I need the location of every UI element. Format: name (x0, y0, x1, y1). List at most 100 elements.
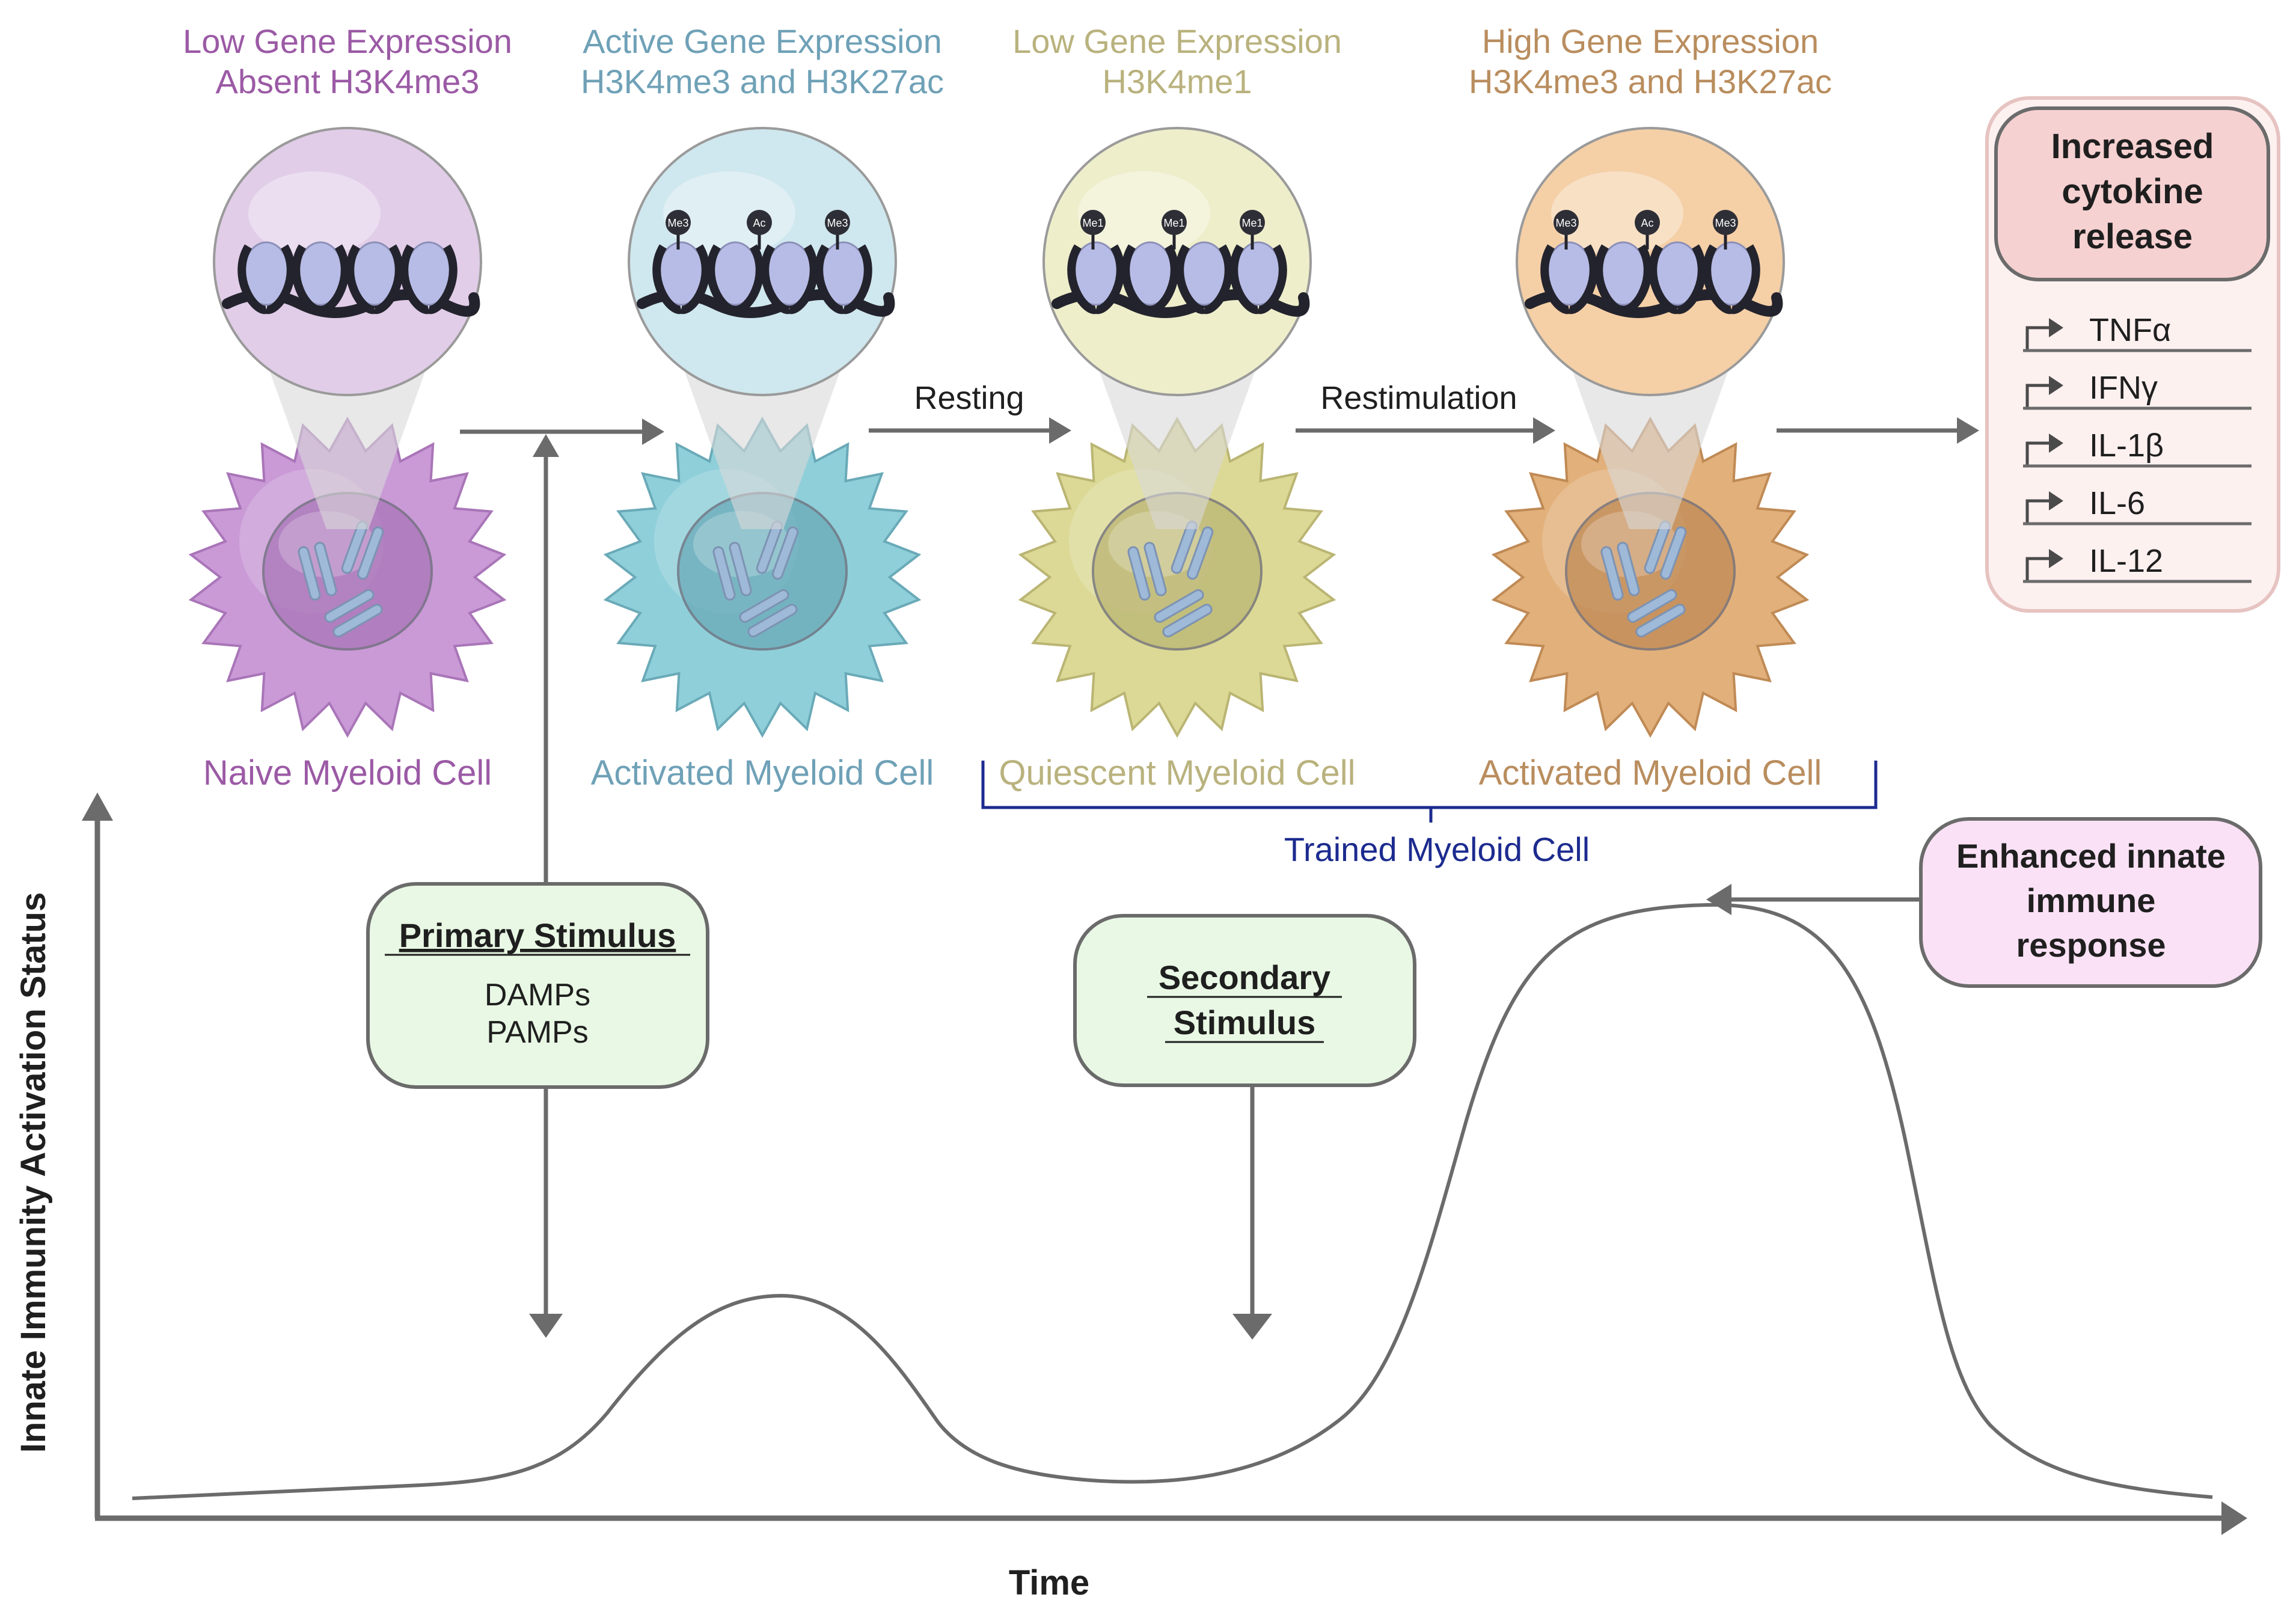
svg-text:Me1: Me1 (1163, 217, 1184, 229)
chart-axes (82, 792, 2247, 1535)
resting-label: Resting (914, 380, 1024, 416)
chromosomes-icon (1127, 520, 1214, 638)
gene-name: IFNγ (2089, 370, 2158, 406)
promoter-arrowhead-icon (2049, 376, 2063, 395)
stimulus-item-pamps: PAMPs (486, 1015, 589, 1050)
chromosomes-icon (712, 520, 799, 638)
trained-myeloid-cell-label: Trained Myeloid Cell (1284, 830, 1590, 868)
stage-histone-marks-label: H3K4me1 (1102, 63, 1252, 100)
response-line-2: immune (2027, 881, 2156, 919)
cytokine-panel: Increased cytokine release TNFαIFNγIL-1β… (1985, 96, 2280, 613)
gene-name: IL-12 (2089, 543, 2163, 579)
svg-text:Me3: Me3 (827, 217, 848, 229)
chromosomes-icon (1600, 520, 1687, 638)
svg-text:Ac: Ac (753, 217, 765, 229)
chromatin-zoom-view: Me3 Ac Me3 (1516, 127, 1785, 396)
secondary-stimulus-title-line-1: Secondary (1159, 958, 1330, 996)
primary-stimulus-connector (529, 434, 563, 1338)
promoter-arrow-icon (2025, 557, 2050, 581)
promoter-arrowhead-icon (2049, 491, 2063, 510)
activation-curve (132, 903, 2213, 1500)
response-connector (1706, 884, 1921, 915)
myeloid-cell (1018, 416, 1336, 738)
histone-mark-tag: Me3 (666, 210, 691, 250)
myeloid-cell (188, 416, 507, 738)
gene-name: IL-6 (2089, 485, 2145, 521)
stage-expression-label: Low Gene Expression (1012, 22, 1342, 60)
response-line-1: Enhanced innate (1956, 837, 2226, 875)
x-axis-label: Time (1009, 1563, 1089, 1602)
stage-histone-marks-label: H3K4me3 and H3K27ac (581, 63, 944, 100)
gene-item: TNFα (2023, 312, 2252, 352)
response-line-3: response (2016, 926, 2166, 964)
cytokine-title-box (1994, 106, 2270, 281)
secondary-stimulus-title-line-2: Stimulus (1174, 1004, 1315, 1041)
promoter-arrowhead-icon (2049, 434, 2063, 453)
arrow-naive-to-activated (460, 418, 664, 445)
gene-name: IL-1β (2089, 428, 2164, 464)
histone-mark-tag: Ac (747, 210, 772, 250)
stage-expression-label: Low Gene Expression (183, 22, 512, 60)
promoter-arrowhead-icon (2049, 549, 2063, 568)
cell-type-label: Naive Myeloid Cell (203, 753, 492, 792)
promoter-arrow-icon (2025, 384, 2050, 408)
arrow-restimulation (1296, 417, 1555, 444)
promoter-arrow-icon (2025, 441, 2050, 466)
y-axis-label: Innate Immunity Activation Status (14, 892, 53, 1453)
dna-nucleosome-icon (637, 241, 895, 318)
stage-expression-label: Active Gene Expression (583, 22, 942, 60)
primary-stimulus-box: Primary Stimulus DAMPs PAMPs (366, 882, 709, 1089)
promoter-arrow-icon (2025, 326, 2050, 351)
restimulation-label: Restimulation (1320, 380, 1517, 416)
gene-item: IL-12 (2023, 543, 2252, 583)
trained-bracket (981, 761, 1878, 823)
svg-text:Ac: Ac (1641, 217, 1653, 229)
gene-item: IFNγ (2023, 370, 2252, 410)
dna-nucleosome-icon (222, 241, 480, 318)
y-axis-arrowhead (82, 792, 113, 821)
svg-text:Me1: Me1 (1082, 217, 1103, 229)
cell-type-label: Activated Myeloid Cell (1479, 753, 1822, 792)
cytokine-title-line-1: Increased (2051, 127, 2214, 166)
myeloid-cell (1491, 416, 1810, 738)
stage-expression-label: High Gene Expression (1482, 22, 1819, 60)
chromatin-zoom-view (213, 127, 482, 396)
histone-mark-tag: Me1 (1080, 210, 1106, 250)
svg-text:Me3: Me3 (1715, 217, 1736, 229)
secondary-stimulus-box: Secondary Stimulus (1073, 914, 1416, 1087)
dna-nucleosome-icon (1052, 241, 1310, 318)
flow-arrows (460, 417, 1979, 445)
cytokine-title-line-2: cytokine (2062, 172, 2203, 211)
arrow-resting (869, 417, 1071, 444)
stage-histone-marks-label: Absent H3K4me3 (216, 63, 480, 100)
svg-text:Me1: Me1 (1241, 217, 1263, 229)
enhanced-response-box: Enhanced innate immune response (1919, 817, 2262, 988)
dna-nucleosome-icon (1525, 241, 1783, 318)
arrow-to-cytokines (1777, 417, 1979, 444)
histone-mark-tag: Me3 (825, 210, 850, 250)
histone-mark-tag: Ac (1635, 210, 1660, 250)
stimulus-item-damps: DAMPs (485, 978, 590, 1013)
svg-text:Me3: Me3 (1555, 217, 1576, 229)
chromatin-zoom-view: Me1 Me1 Me1 (1042, 127, 1312, 396)
svg-text:Me3: Me3 (667, 217, 688, 229)
x-axis-arrowhead (2221, 1501, 2247, 1535)
promoter-arrow-icon (2025, 499, 2050, 524)
gene-item: IL-6 (2023, 485, 2252, 526)
cytokine-title-line-3: release (2072, 217, 2193, 256)
gene-name: TNFα (2089, 312, 2171, 348)
cell-type-label: Quiescent Myeloid Cell (999, 753, 1355, 792)
stage-histone-marks-label: H3K4me3 and H3K27ac (1469, 63, 1832, 100)
halo-gloss (248, 171, 381, 256)
histone-mark-tag: Me1 (1162, 210, 1187, 250)
chromosomes-icon (298, 520, 384, 638)
primary-stimulus-title: Primary Stimulus (399, 916, 676, 954)
